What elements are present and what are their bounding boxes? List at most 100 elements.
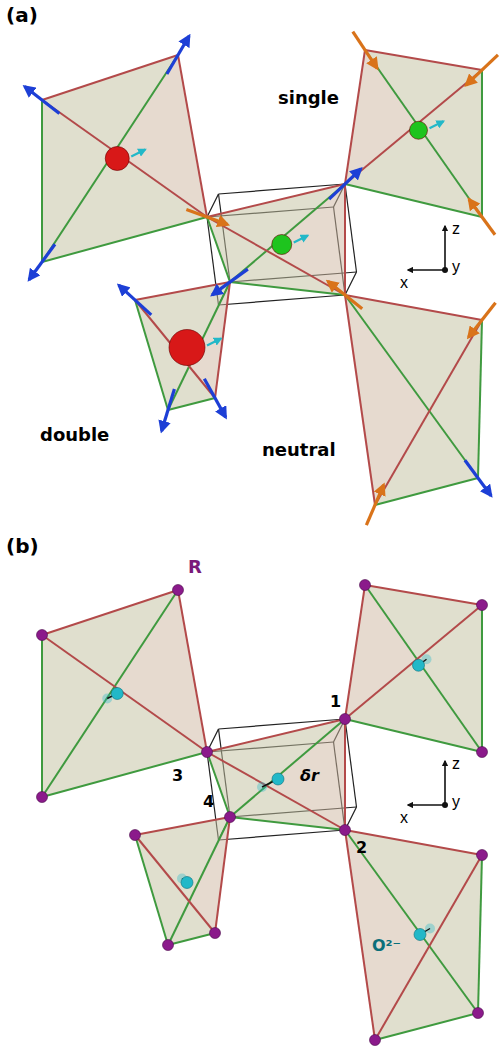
tetrahedron-edge: [230, 282, 345, 295]
tetrahedron-edge: [345, 719, 482, 752]
displacement-label: δr: [300, 767, 319, 785]
tetrahedron-face: [375, 320, 482, 505]
unit-cube-edge: [219, 295, 346, 305]
tetrahedron-edge: [345, 184, 482, 217]
tetrahedron-edge: [41, 100, 43, 262]
rare-earth-ion: [37, 630, 48, 641]
displacement-arrow: [207, 339, 221, 346]
tetrahedron-edge: [42, 100, 207, 217]
tetrahedron-edge: [481, 70, 483, 217]
tetrahedron-edge: [344, 184, 346, 295]
panel-a: [25, 32, 498, 526]
spin-arrow: [353, 32, 377, 69]
tetrahedron-edge: [207, 752, 345, 830]
rare-earth-ion: [173, 585, 184, 596]
tetrahedron-edge: [41, 635, 43, 797]
spin-arrow: [466, 55, 498, 85]
axis-arrow: [408, 269, 445, 271]
tetrahedron-face: [207, 184, 345, 295]
tetrahedron-face: [345, 830, 482, 1040]
rare-earth-ion: [473, 1008, 484, 1019]
tetrahedron-edge: [207, 217, 230, 282]
rare-earth-ion: [340, 714, 351, 725]
tetrahedron-face: [135, 282, 230, 410]
axis-label: y: [452, 258, 460, 276]
tetrahedron-edge: [375, 1013, 478, 1040]
oxygen-ion: [272, 773, 284, 785]
unit-cube-edge: [345, 719, 357, 807]
tetrahedron-face: [42, 590, 207, 797]
spin-arrow: [465, 460, 491, 495]
tetrahedron-edge: [168, 817, 230, 945]
axis-label: x: [400, 274, 408, 292]
tetrahedron-edge: [178, 590, 207, 752]
spin-arrow: [25, 86, 60, 113]
tetrahedron-edge: [345, 295, 478, 478]
tetrahedron-edge: [230, 817, 345, 830]
tetrahedron-edge: [345, 295, 482, 320]
spin-arrow: [366, 485, 383, 525]
tetrahedron-edge: [42, 590, 178, 635]
ion-label: R: [188, 557, 202, 577]
tetrahedron-edge: [168, 398, 215, 410]
tetrahedron-edge: [207, 217, 345, 295]
rare-earth-ion: [370, 1035, 381, 1046]
oxygen-ion: [181, 877, 193, 889]
vertex-number: 2: [356, 839, 367, 857]
rare-earth-ion: [340, 825, 351, 836]
tetrahedron-edge: [230, 184, 345, 282]
rare-earth-ion: [210, 928, 221, 939]
tetrahedron-edge: [345, 605, 482, 719]
axis-arrow: [444, 226, 446, 270]
spin-arrow: [119, 285, 151, 315]
unit-cube-edge: [219, 830, 346, 840]
displacement-arrow: [430, 121, 444, 128]
oxygen-ion: [414, 929, 426, 941]
spin-arrow: [468, 303, 495, 338]
panel-letter: (b): [6, 535, 39, 557]
unit-cube-edge: [345, 184, 357, 272]
spin-arrow: [469, 199, 495, 235]
charge-label: neutral: [262, 440, 336, 460]
tetrahedron-face: [135, 817, 230, 945]
tetrahedron-edge: [365, 50, 482, 217]
rare-earth-ion: [477, 747, 488, 758]
tetrahedron-face: [345, 605, 482, 752]
monopole-sphere: [105, 147, 129, 171]
spin-arrow: [212, 269, 248, 295]
tetrahedron-edge: [42, 217, 207, 262]
panel-b: [37, 580, 488, 1046]
rare-earth-ion: [37, 792, 48, 803]
axis-dot: [442, 267, 448, 273]
tetrahedron-face: [345, 50, 482, 217]
axis-label: x: [400, 809, 408, 827]
tetrahedron-edge: [345, 830, 478, 1013]
spin-arrow: [329, 169, 361, 199]
tetrahedron-face: [345, 585, 482, 752]
vertex-number: 4: [203, 793, 214, 811]
tetrahedron-face: [345, 295, 482, 505]
rare-earth-ion: [477, 600, 488, 611]
rare-earth-ion: [130, 830, 141, 841]
ion-label: O²⁻: [372, 937, 401, 955]
tetrahedron-edge: [345, 830, 375, 1040]
tetrahedron-face: [207, 752, 345, 830]
tetrahedron-edge: [215, 817, 230, 933]
axis-label: z: [452, 220, 460, 238]
tetrahedron-edge: [168, 282, 230, 410]
vertex-number: 1: [330, 693, 341, 711]
tetrahedron-edge: [344, 719, 346, 830]
spin-arrow: [328, 281, 362, 308]
tetrahedron-edge: [478, 855, 482, 1013]
tetrahedron-edge: [135, 835, 168, 945]
tetrahedron-face: [207, 719, 345, 830]
oxygen-ion: [111, 688, 123, 700]
rare-earth-ion: [202, 747, 213, 758]
tetrahedron-edge: [135, 300, 215, 398]
vertex-number: 3: [172, 767, 183, 785]
tetrahedron-edge: [365, 585, 482, 752]
tetrahedron-edge: [345, 70, 482, 184]
oxygen-ion: [413, 659, 425, 671]
tetrahedron-face: [207, 217, 345, 295]
